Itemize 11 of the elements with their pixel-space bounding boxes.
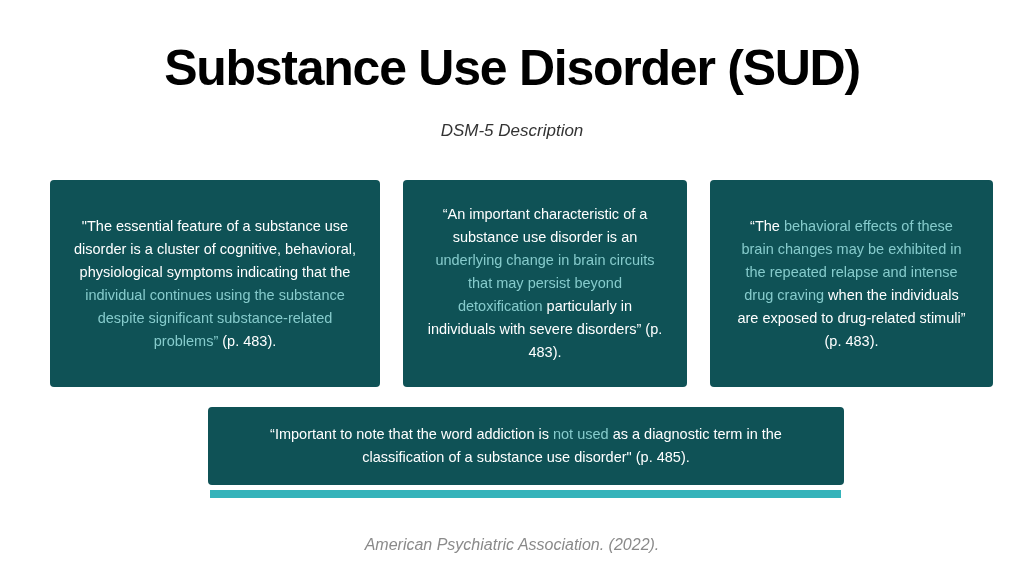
quote-card: [208, 407, 844, 485]
quote-card: [403, 180, 687, 387]
quote-text: “Important to note that the word addiction is not used as a diagnostic term in the classification of a substance use disorder" (p. 485).: [269, 425, 783, 467]
quote-text: "The essential feature of a substance use disorder is a cluster of cognitive, behavioral, physiological symptoms indicating that the individual continues using the substance despite significant substance-related problems” (p. 483).: [72, 216, 358, 351]
quote-card: [50, 180, 380, 387]
citation: American Psychiatric Association. (2022).: [364, 535, 660, 555]
quote-text: “The behavioral effects of these brain changes may be exhibited in the repeated relapse and intense drug craving when the individuals are exposed to drug-related stimuli” (p. 483).: [736, 216, 967, 351]
title: Substance Use Disorder (SUD): [164, 39, 860, 98]
quote-card: [710, 180, 993, 387]
quote-text: “An important characteristic of a substance use disorder is an underlying change in brain circuits that may persist beyond detoxification particularly in individuals with severe disorders” (p. 483).: [426, 205, 664, 362]
subtitle: DSM-5 Description: [440, 120, 584, 142]
